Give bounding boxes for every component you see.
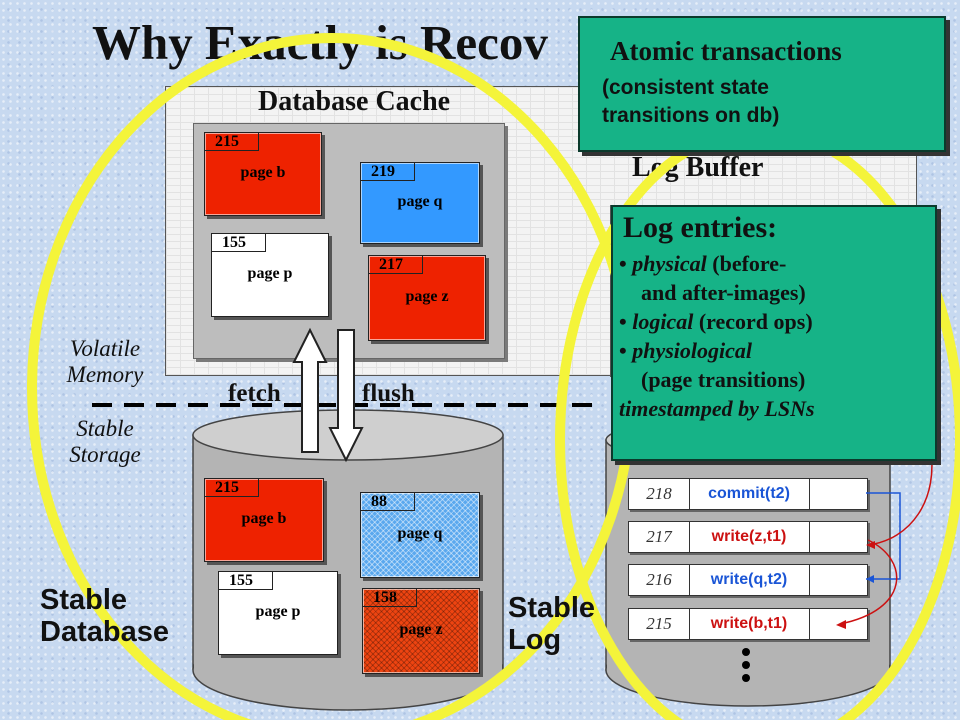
bullet-physiological: • physiological — [619, 338, 752, 363]
log-record-pointer-field — [809, 522, 867, 552]
fetch-arrow-icon — [292, 327, 328, 453]
physical-term: physical — [632, 251, 707, 276]
log-record-lsn: 216 — [629, 565, 690, 595]
page-lsn: 215 — [205, 133, 259, 151]
bullet-physical: • physical (before- — [619, 251, 787, 276]
bullet-logical: • logical (record ops) — [619, 309, 813, 334]
stable-page-z: 158 page z — [362, 588, 480, 674]
log-record-op: write(q,t2) — [710, 571, 788, 588]
stable-page-b: 215 page b — [204, 478, 324, 562]
physical-desc-line2: and after-images) — [641, 280, 806, 305]
log-entries-footer: timestamped by LSNs — [619, 396, 815, 421]
page-name: page z — [399, 621, 443, 638]
page-lsn: 217 — [369, 256, 423, 274]
stable-label-line2: Storage — [69, 442, 141, 467]
page-lsn: 155 — [219, 572, 273, 590]
stable-log-label: Stable Log — [508, 592, 595, 656]
log-record-pointer-field — [809, 565, 867, 595]
log-entries-callout: Log entries: • physical (before- and aft… — [611, 205, 937, 461]
cache-page-q: 219 page q — [360, 162, 480, 244]
physiological-term: physiological — [632, 338, 752, 363]
cache-page-b: 215 page b — [204, 132, 322, 216]
physical-desc: (before- — [706, 251, 787, 276]
chain-arrowhead-icon — [866, 575, 874, 583]
page-name: page q — [397, 525, 443, 542]
chain-connector-red-1 — [867, 444, 933, 546]
database-cache-label: Database Cache — [258, 86, 451, 117]
page-lsn: 158 — [363, 589, 417, 607]
log-record: 215 write(b,t1) — [628, 608, 868, 640]
log-record-op: commit(t2) — [708, 485, 790, 502]
more-dot-icon — [742, 661, 750, 669]
page-lsn: 155 — [212, 234, 266, 252]
log-entries-heading: Log entries: — [623, 211, 778, 244]
log-entries-list: • physical (before- and after-images) • … — [619, 249, 931, 423]
page-name: page b — [241, 510, 287, 527]
stable-database-label: Stable Database — [40, 584, 169, 648]
flush-arrow-icon — [328, 329, 364, 463]
more-dot-icon — [742, 674, 750, 682]
chain-connector-t2 — [866, 492, 901, 580]
page-lsn: 219 — [361, 163, 415, 181]
atomic-line2: transitions on db) — [602, 104, 780, 127]
atomic-description: (consistent state transitions on db) — [602, 74, 779, 130]
log-record-pointer-field — [809, 479, 867, 509]
fetch-label: fetch — [228, 380, 281, 407]
log-record-lsn: 215 — [629, 609, 690, 639]
log-record: 216 write(q,t2) — [628, 564, 868, 596]
stable-log-label-line1: Stable — [508, 592, 596, 624]
log-record-op: write(z,t1) — [711, 528, 787, 545]
stable-log-label-line2: Log — [508, 624, 562, 656]
chain-arrowhead-icon — [836, 620, 846, 629]
log-record-lsn: 217 — [629, 522, 690, 552]
logical-desc: (record ops) — [693, 309, 813, 334]
stable-database-label-line1: Stable — [40, 584, 128, 616]
log-record-op: write(b,t1) — [710, 615, 788, 632]
atomic-transactions-callout: Atomic transactions (consistent state tr… — [578, 16, 946, 152]
log-record: 218 commit(t2) — [628, 478, 868, 510]
volatile-label-line2: Memory — [66, 362, 144, 387]
page-name: page z — [405, 288, 449, 305]
atomic-heading: Atomic transactions — [610, 36, 842, 66]
more-dot-icon — [742, 648, 750, 656]
log-record-lsn: 218 — [629, 479, 690, 509]
stable-storage-label: Stable Storage — [45, 416, 165, 468]
physiological-desc-line2: (page transitions) — [641, 367, 806, 392]
logical-term: logical — [632, 309, 694, 334]
cache-page-p: 155 page p — [211, 233, 329, 317]
page-name: page b — [240, 164, 286, 181]
stable-page-q: 88 page q — [360, 492, 480, 578]
page-name: page q — [397, 193, 443, 210]
chain-connector-red-2 — [839, 539, 898, 625]
flush-label: flush — [362, 380, 415, 407]
volatile-memory-label: Volatile Memory — [40, 336, 170, 388]
page-name: page p — [255, 603, 301, 620]
volatile-label-line1: Volatile — [69, 336, 141, 361]
page-name: page p — [247, 265, 293, 282]
page-lsn: 215 — [205, 479, 259, 497]
stable-label-line1: Stable — [76, 416, 134, 441]
page-lsn: 88 — [361, 493, 415, 511]
log-record: 217 write(z,t1) — [628, 521, 868, 553]
stable-page-p: 155 page p — [218, 571, 338, 655]
cache-page-z: 217 page z — [368, 255, 486, 341]
atomic-line1: (consistent state — [602, 76, 769, 99]
stable-database-label-line2: Database — [40, 616, 169, 648]
